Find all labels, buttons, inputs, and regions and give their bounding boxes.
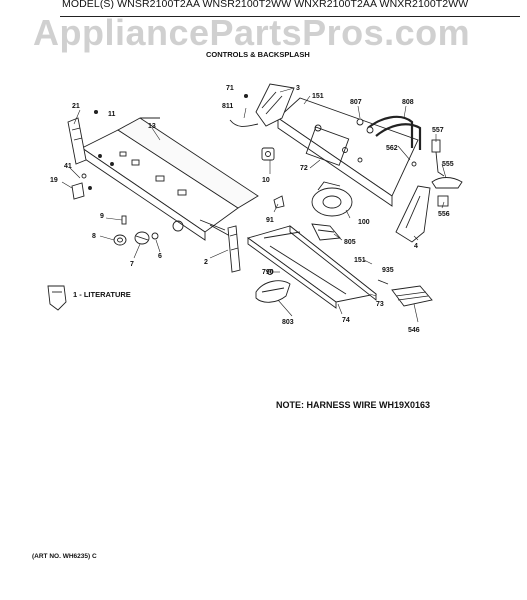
part-number-label: 546 (408, 327, 420, 334)
end-cap-drawing (67, 117, 87, 165)
part-805-drawing (311, 223, 341, 241)
harness-546-drawing (391, 285, 433, 307)
knob-assembly-drawing (113, 215, 159, 246)
part-number-label: 151 (312, 93, 324, 100)
part-562-drawing (411, 161, 417, 167)
part-number-label: 19 (50, 177, 58, 184)
part-number-label: 556 (438, 211, 450, 218)
part-number-label: 7 (130, 261, 134, 268)
part-number-label: 805 (344, 239, 356, 246)
watermark: AppliancePartsPros.com (33, 12, 471, 53)
part-number-label: 72 (300, 165, 308, 172)
rear-panel-drawing (277, 97, 419, 207)
part-number-label: 21 (72, 103, 80, 110)
part-number-label: 811 (222, 103, 233, 110)
part-number-label: 562 (386, 145, 398, 152)
section-title: CONTROLS & BACKSPLASH (206, 50, 310, 59)
part-number-label: 74 (342, 317, 350, 324)
part-number-label: 803 (282, 319, 294, 326)
part-number-label: 71 (226, 85, 234, 92)
part-number-label: 13 (148, 123, 156, 130)
part-10-drawing (261, 147, 275, 161)
control-panel-drawing (81, 117, 259, 241)
art-number: (ART NO. WH6235) C (32, 553, 97, 560)
part-number-label: 3 (296, 85, 300, 92)
part-number-label: 2 (204, 259, 208, 266)
part-803-drawing (255, 280, 291, 303)
screw-71 (243, 93, 249, 99)
part-number-label: 4 (414, 243, 418, 250)
part-935-drawing (377, 279, 389, 285)
knob-19-drawing (71, 173, 92, 200)
literature-drawing (47, 285, 67, 311)
part-number-label: 935 (382, 267, 394, 274)
part-number-labels: 21 11 13 41 19 9 8 7 6 2 71 3 151 811 807 808 557 562 555 5… (50, 85, 454, 334)
literature-label: 1 - LITERATURE (73, 290, 131, 299)
hose-811-drawing (229, 119, 259, 127)
bracket-3-drawing (255, 83, 295, 127)
part-number-label: 790 (262, 269, 274, 276)
part-number-label: 807 (350, 99, 362, 106)
main-top-drawing (246, 225, 378, 309)
part-number-label: 9 (100, 213, 104, 220)
part-number-label: 73 (376, 301, 384, 308)
part-number-label: 151 (354, 257, 366, 264)
part-number-label: 6 (158, 253, 162, 260)
part-number-label: 555 (442, 161, 454, 168)
part-557-drawing (431, 139, 445, 177)
leader-lines (61, 87, 447, 323)
part-number-label: 11 (108, 111, 116, 118)
harness-note: NOTE: HARNESS WIRE WH19X0163 (276, 400, 431, 410)
part-number-label: 10 (262, 177, 270, 184)
part-555-drawing (431, 177, 463, 189)
part-number-label: 100 (358, 219, 370, 226)
header-rule (60, 0, 520, 17)
part-number-label: 91 (266, 217, 274, 224)
screw-11 (93, 109, 99, 115)
hoses-808-drawing (356, 115, 422, 150)
side-bracket-4-drawing (395, 185, 431, 243)
model-list: MODEL(S) WNSR2100T2AA WNSR2100T2WW WNXR2… (62, 0, 469, 10)
part-number-label: 557 (432, 127, 444, 134)
part-number-label: 8 (92, 233, 96, 240)
timer-100-drawing (311, 181, 353, 217)
bracket-2-drawing (227, 225, 241, 273)
part-91-drawing (273, 195, 285, 209)
part-number-label: 808 (402, 99, 414, 106)
part-556-drawing (437, 195, 449, 207)
part-number-label: 41 (64, 163, 72, 170)
